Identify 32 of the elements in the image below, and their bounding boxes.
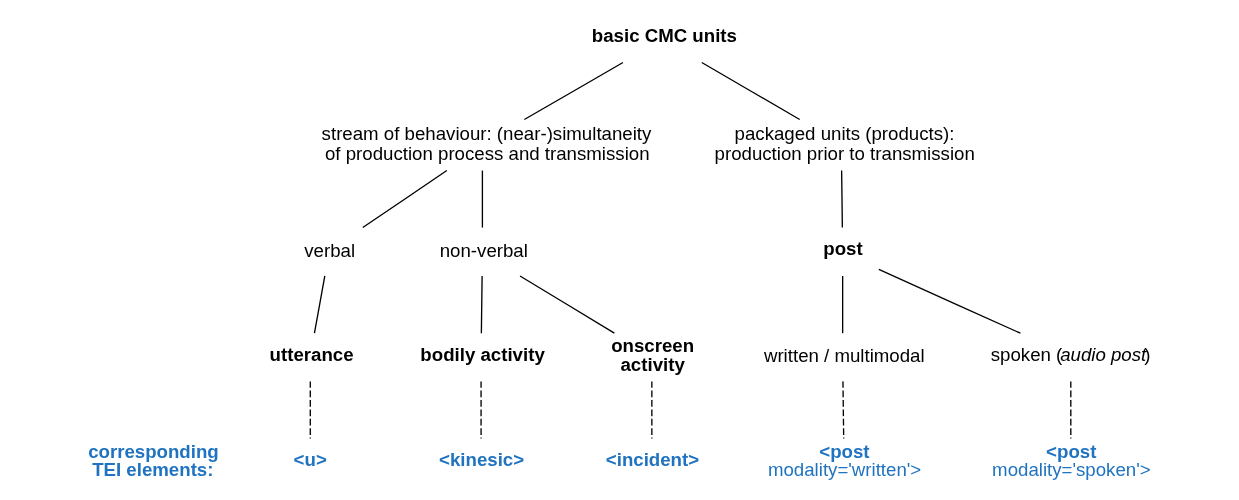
connector [842, 274, 844, 334]
connector [313, 274, 326, 334]
connector [523, 61, 624, 120]
connector [519, 274, 615, 334]
node-text: stream of behaviour: (near-)simultaneity of production process and transmission [321, 122, 652, 164]
node-text: written / multimodal [763, 344, 925, 366]
node-text: <post modality='written'> [767, 440, 922, 480]
node-text: <u> [293, 448, 327, 470]
node-text: post [823, 237, 863, 259]
node-text: basic CMC units [591, 24, 737, 46]
connector [878, 268, 1022, 334]
node-text: bodily activity [420, 343, 545, 365]
connector [1070, 380, 1072, 439]
node-text: packaged units (products): production prior to transmission [714, 122, 975, 164]
connector [362, 169, 448, 228]
node-text: <kinesic> [439, 448, 525, 470]
node-text: verbal [304, 239, 356, 261]
node-text: <post modality='spoken'> [992, 440, 1151, 480]
label: corresponding TEI elements: [88, 440, 219, 480]
connector [480, 274, 483, 334]
connector [701, 61, 801, 120]
node-text: onscreen activity [611, 334, 695, 375]
node-text: spoken (audio post) [990, 343, 1151, 365]
connector [840, 169, 844, 228]
connector [480, 380, 482, 439]
connector [309, 380, 311, 439]
node-text: <incident> [605, 448, 700, 470]
connector [651, 380, 653, 439]
node-text: non-verbal [439, 239, 528, 261]
node-text: utterance [269, 343, 354, 365]
connector [481, 169, 484, 228]
connector [842, 380, 845, 439]
